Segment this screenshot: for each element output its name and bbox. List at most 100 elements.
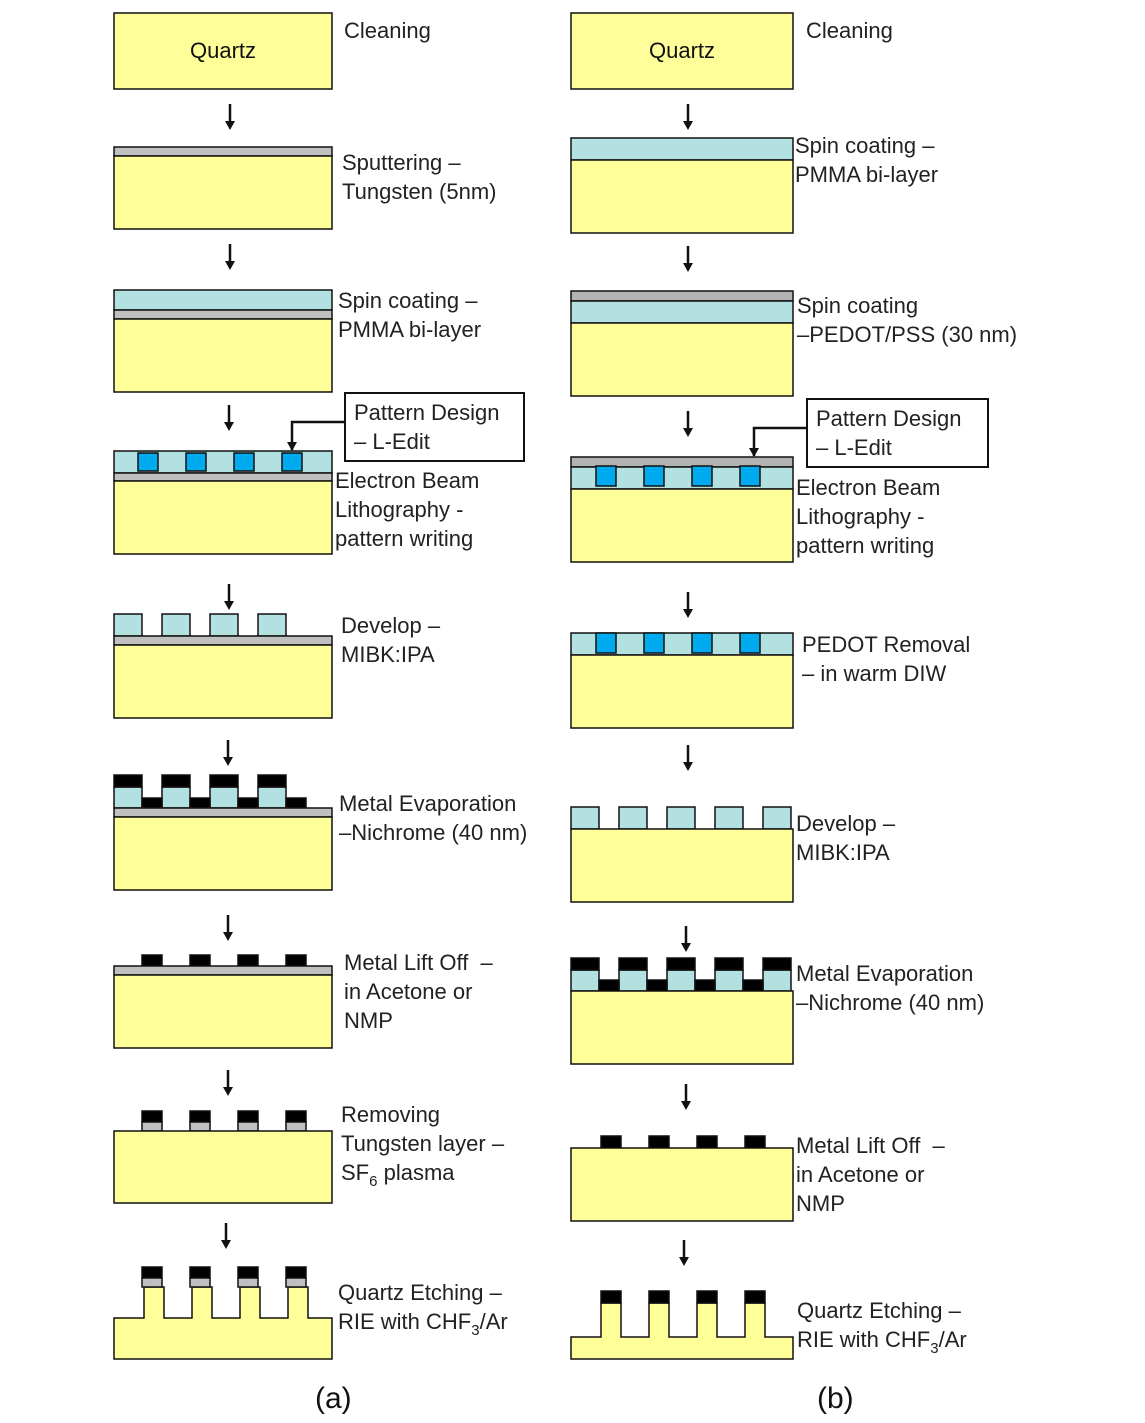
- a-s2-tungsten: [113, 146, 333, 157]
- a-pattern-design-callout: Pattern Design– L-Edit: [344, 392, 525, 462]
- b-arrow-3-head: [683, 428, 693, 437]
- a-s9-ni-1: [189, 1266, 211, 1279]
- b-s4-quartz: [570, 488, 794, 563]
- a-step3-label: Spin coating –PMMA bi-layer: [338, 288, 482, 342]
- b-s7-ni-top-4: [762, 957, 792, 971]
- b-s5-pattern-3: [739, 632, 761, 654]
- b-s8-ni-0: [600, 1135, 622, 1149]
- b-s6-quartz: [570, 828, 794, 903]
- a-arrow-7-head: [223, 1087, 233, 1096]
- b-step3-label: Spin coating–PEDOT/PSS (30 nm): [797, 293, 1018, 347]
- a-s9-ni-3: [285, 1266, 307, 1279]
- b-s9-ni-2: [696, 1290, 718, 1304]
- b-step9-label: Quartz Etching –RIE with CHF3/Ar: [797, 1298, 967, 1357]
- b-s7-quartz: [570, 990, 794, 1065]
- b-arrow-1-head: [683, 121, 693, 130]
- a-step1-label: Cleaning: [344, 18, 431, 43]
- b-step6-label: Develop –MIBK:IPA: [796, 811, 896, 865]
- a-s1-quartz: [113, 12, 333, 90]
- b-arrow-5-head: [683, 762, 693, 771]
- a-s7-ni-3: [285, 954, 307, 967]
- a-s6-quartz: [113, 816, 333, 891]
- b-s7-pmma-1: [618, 969, 648, 992]
- b-arrow-8-head: [679, 1257, 689, 1266]
- a-s8-quartz: [113, 1130, 333, 1204]
- a-s5-quartz: [113, 644, 333, 719]
- a-s4-quartz: [113, 480, 333, 555]
- b-s5-quartz: [570, 654, 794, 729]
- b-s1-quartz: [570, 12, 794, 90]
- a-s6-pmma-1: [161, 786, 191, 809]
- a-s1-quartz-label: Quartz: [190, 38, 256, 63]
- a-s8-w-3: [285, 1121, 307, 1132]
- b-s6-pmma-3: [714, 806, 744, 830]
- a-s7-ni-1: [189, 954, 211, 967]
- b-s8-ni-2: [696, 1135, 718, 1149]
- b-step2-label: Spin coating –PMMA bi-layer: [795, 133, 939, 187]
- b-step1-label: Cleaning: [806, 18, 893, 43]
- b-s8-ni-3: [744, 1135, 766, 1149]
- a-s5-pmma-1: [161, 613, 191, 637]
- a-s7-ni-0: [141, 954, 163, 967]
- a-s6-pmma-2: [209, 786, 239, 809]
- b-arrow-4-head: [683, 609, 693, 618]
- a-s9-w-2: [237, 1277, 259, 1288]
- a-s3-quartz: [113, 318, 333, 393]
- b-arrow-6-head: [681, 943, 691, 952]
- b-s7-ni-top-3: [714, 957, 744, 971]
- b-s9-ni-0: [600, 1290, 622, 1304]
- b-pattern-design-callout: Pattern Design– L-Edit: [806, 398, 989, 468]
- b-s7-ni-gap-0: [598, 979, 620, 992]
- b-s7-pmma-2: [666, 969, 696, 992]
- a-s8-ni-2: [237, 1110, 259, 1123]
- a-s6-pmma-3: [257, 786, 287, 809]
- a-arrow-5-head: [223, 757, 233, 766]
- b-s6-pmma-0: [570, 806, 600, 830]
- a-s9-w-0: [141, 1277, 163, 1288]
- b-s3-pedot: [570, 290, 794, 302]
- a-s8-ni-0: [141, 1110, 163, 1123]
- a-s4-pattern-3: [281, 452, 303, 472]
- b-s7-pmma-3: [714, 969, 744, 992]
- a-s5-pmma-0: [113, 613, 143, 637]
- a-s8-w-1: [189, 1121, 211, 1132]
- a-arrow-8-head: [221, 1240, 231, 1249]
- a-s8-w-0: [141, 1121, 163, 1132]
- b-s3-pmma: [570, 300, 794, 324]
- a-step9-label: Quartz Etching –RIE with CHF3/Ar: [338, 1280, 508, 1339]
- a-s3-tungsten: [113, 309, 333, 320]
- a-s6-ni-gap-3: [285, 797, 307, 809]
- b-s6-pmma-1: [618, 806, 648, 830]
- a-s6-ni-top-1: [161, 774, 191, 788]
- a-step2-label: Sputtering –Tungsten (5nm): [342, 150, 497, 204]
- a-s7-quartz: [113, 974, 333, 1049]
- b-s9-quartz: [570, 1302, 794, 1360]
- a-s4-pattern-0: [137, 452, 159, 472]
- b-s8-ni-1: [648, 1135, 670, 1149]
- a-arrow-3-head: [224, 422, 234, 431]
- a-s9-w-3: [285, 1277, 307, 1288]
- a-s5-pmma-2: [209, 613, 239, 637]
- b-s9-ni-3: [744, 1290, 766, 1304]
- b-s5-pattern-2: [691, 632, 713, 654]
- b-s6-pmma-2: [666, 806, 696, 830]
- b-s5-pattern-1: [643, 632, 665, 654]
- b-arrow-2-head: [683, 263, 693, 272]
- b-s4-pattern-0: [595, 465, 617, 487]
- b-callout-leader: [752, 426, 806, 456]
- a-s4-pattern-2: [233, 452, 255, 472]
- b-s2-quartz: [570, 159, 794, 234]
- b-s8-quartz: [570, 1147, 794, 1222]
- a-arrow-2-head: [225, 261, 235, 270]
- b-s7-ni-gap-3: [742, 979, 764, 992]
- b-s2-pmma: [570, 137, 794, 161]
- a-s9-ni-2: [237, 1266, 259, 1279]
- b-callout-leader-head: [749, 448, 759, 457]
- a-s8-ni-1: [189, 1110, 211, 1123]
- a-s8-w-2: [237, 1121, 259, 1132]
- a-s6-ni-gap-1: [189, 797, 211, 809]
- b-step5-label: PEDOT Removal– in warm DIW: [802, 632, 971, 686]
